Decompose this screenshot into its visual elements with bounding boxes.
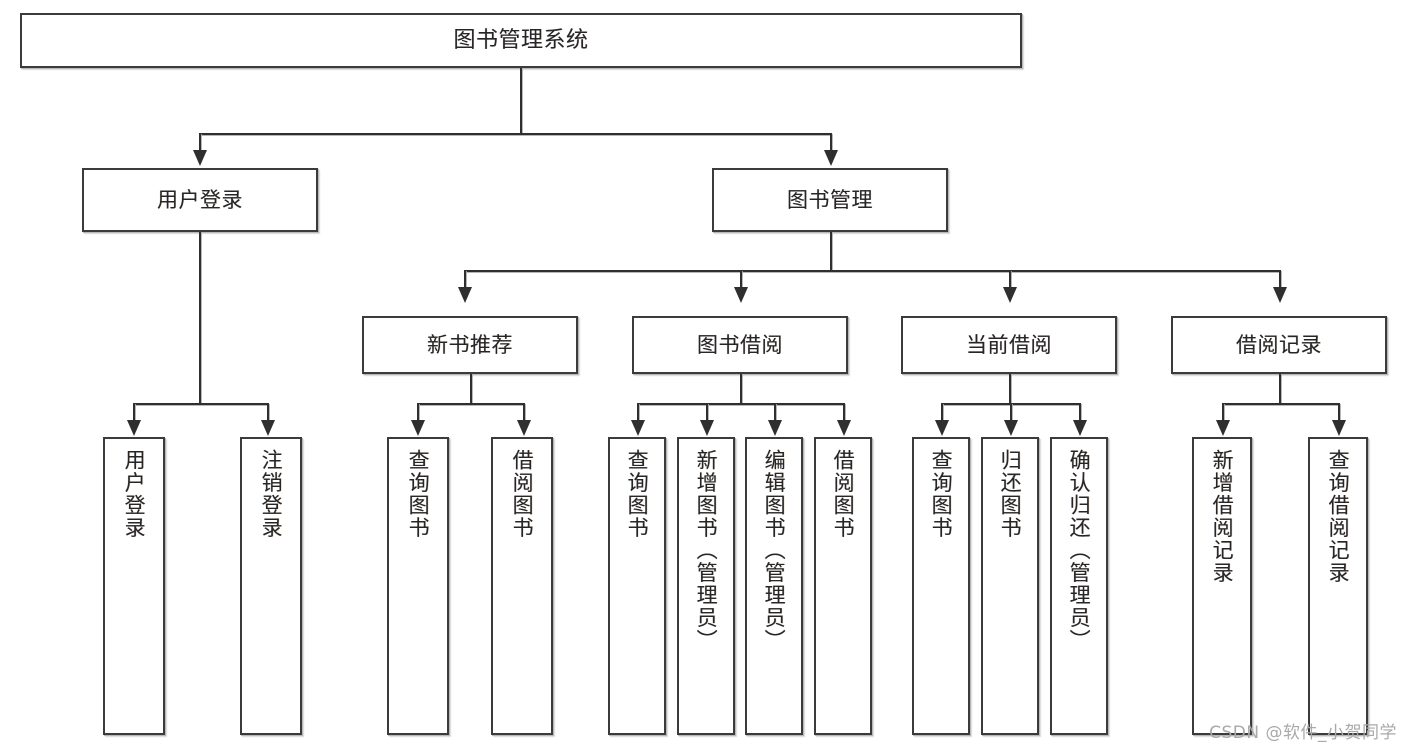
node-root-label: 图书管理系统: [453, 27, 589, 53]
node-borrow-record[interactable]: 借阅记录: [1171, 316, 1387, 374]
node-user-login-label: 用户登录: [157, 187, 243, 212]
edge-book-borrow-drop-1: [637, 403, 640, 422]
arrow-level2-user: [193, 150, 207, 166]
arrow-level3-1: [458, 287, 472, 303]
edge-book-management-stem: [830, 232, 833, 272]
node-book-management-label: 图书管理: [787, 187, 873, 212]
arrow-leaf-book-borrow-1: [631, 420, 645, 436]
leaf-label: 借阅图书: [831, 449, 856, 539]
edge-current-borrow-stem: [1009, 374, 1012, 405]
arrow-leaf-book-borrow-3: [768, 420, 782, 436]
leaf-borrow-record-query-record[interactable]: 查询借阅记录: [1308, 437, 1368, 735]
edge-level3-bus: [464, 270, 1281, 273]
edge-book-borrow-bus: [637, 403, 846, 406]
edge-user-login-drop-2: [267, 403, 270, 422]
arrow-level3-2: [734, 287, 748, 303]
leaf-book-borrow-edit-book[interactable]: 编辑图书（管理员）: [745, 437, 803, 735]
edge-book-borrow-drop-3: [774, 403, 777, 422]
leaf-user-login-login[interactable]: 用户登录: [103, 437, 165, 735]
node-book-borrow[interactable]: 图书借阅: [632, 316, 848, 374]
leaf-label: 新增借阅记录: [1210, 449, 1235, 584]
leaf-book-borrow-add-book[interactable]: 新增图书（管理员）: [677, 437, 735, 735]
edge-current-borrow-drop-3: [1079, 403, 1082, 422]
node-current-borrow-label: 当前借阅: [966, 332, 1052, 357]
edge-user-login-bus: [133, 403, 268, 406]
edge-root-stem: [520, 68, 523, 135]
edge-book-borrow-stem: [740, 374, 743, 405]
arrow-level3-3: [1003, 287, 1017, 303]
node-new-book-recommend-label: 新书推荐: [427, 332, 513, 357]
leaf-current-borrow-query-book[interactable]: 查询图书: [912, 437, 970, 735]
edge-current-borrow-drop-2: [1010, 403, 1013, 422]
edge-borrow-record-drop-1: [1222, 403, 1225, 422]
edge-user-login-drop-1: [133, 403, 136, 422]
arrow-leaf-book-borrow-2: [700, 420, 714, 436]
arrow-leaf-new-book-2: [517, 420, 531, 436]
leaf-label: 借阅图书: [510, 449, 535, 539]
arrow-level2-book: [824, 150, 838, 166]
edge-borrow-record-drop-2: [1338, 403, 1341, 422]
edge-new-book-drop-2: [523, 403, 526, 422]
node-book-borrow-label: 图书借阅: [697, 332, 783, 357]
edge-new-book-drop-1: [417, 403, 420, 422]
node-book-management[interactable]: 图书管理: [712, 168, 948, 232]
arrow-leaf-new-book-1: [411, 420, 425, 436]
edge-new-book-bus: [417, 403, 524, 406]
leaf-label: 编辑图书（管理员）: [762, 449, 787, 652]
arrow-level3-4: [1273, 287, 1287, 303]
node-root-system[interactable]: 图书管理系统: [20, 13, 1022, 68]
leaf-label: 查询图书: [625, 449, 650, 539]
arrow-leaf-user-login-2: [261, 420, 275, 436]
leaf-label: 查询借阅记录: [1326, 449, 1351, 584]
edge-new-book-stem: [470, 374, 473, 405]
node-new-book-recommend[interactable]: 新书推荐: [362, 316, 578, 374]
leaf-borrow-record-add-record[interactable]: 新增借阅记录: [1192, 437, 1252, 735]
edge-level3-drop-2: [740, 270, 743, 289]
leaf-user-login-logout[interactable]: 注销登录: [240, 437, 302, 735]
edge-book-borrow-drop-2: [706, 403, 709, 422]
node-current-borrow[interactable]: 当前借阅: [901, 316, 1117, 374]
arrow-leaf-user-login-1: [127, 420, 141, 436]
edge-level3-drop-4: [1279, 270, 1282, 289]
arrow-leaf-current-borrow-3: [1073, 420, 1087, 436]
leaf-new-book-query-book[interactable]: 查询图书: [387, 437, 449, 735]
leaf-current-borrow-return-book[interactable]: 归还图书: [981, 437, 1039, 735]
edge-level2-bus: [199, 133, 832, 136]
edge-level3-drop-3: [1009, 270, 1012, 289]
arrow-leaf-book-borrow-4: [837, 420, 851, 436]
edge-user-login-stem: [199, 232, 202, 405]
node-borrow-record-label: 借阅记录: [1236, 332, 1322, 357]
leaf-label: 用户登录: [122, 449, 147, 539]
edge-borrow-record-bus: [1222, 403, 1339, 406]
arrow-leaf-borrow-record-1: [1216, 420, 1230, 436]
edge-current-borrow-drop-1: [941, 403, 944, 422]
edge-borrow-record-stem: [1279, 374, 1282, 405]
edge-book-borrow-drop-4: [843, 403, 846, 422]
leaf-label: 归还图书: [998, 449, 1023, 539]
leaf-new-book-borrow-book[interactable]: 借阅图书: [491, 437, 553, 735]
leaf-label: 注销登录: [259, 449, 284, 539]
arrow-leaf-current-borrow-1: [935, 420, 949, 436]
arrow-leaf-borrow-record-2: [1332, 420, 1346, 436]
leaf-book-borrow-query-book[interactable]: 查询图书: [608, 437, 666, 735]
leaf-label: 新增图书（管理员）: [694, 449, 719, 652]
edge-level2-drop-book: [830, 133, 833, 152]
edge-level2-drop-user: [199, 133, 202, 152]
leaf-current-borrow-confirm-return[interactable]: 确认归还（管理员）: [1050, 437, 1108, 735]
leaf-label: 查询图书: [406, 449, 431, 539]
arrow-leaf-current-borrow-2: [1004, 420, 1018, 436]
edge-level3-drop-1: [464, 270, 467, 289]
leaf-label: 查询图书: [929, 449, 954, 539]
leaf-book-borrow-borrow-book[interactable]: 借阅图书: [814, 437, 872, 735]
leaf-label: 确认归还（管理员）: [1067, 449, 1092, 652]
node-user-login[interactable]: 用户登录: [82, 168, 318, 232]
